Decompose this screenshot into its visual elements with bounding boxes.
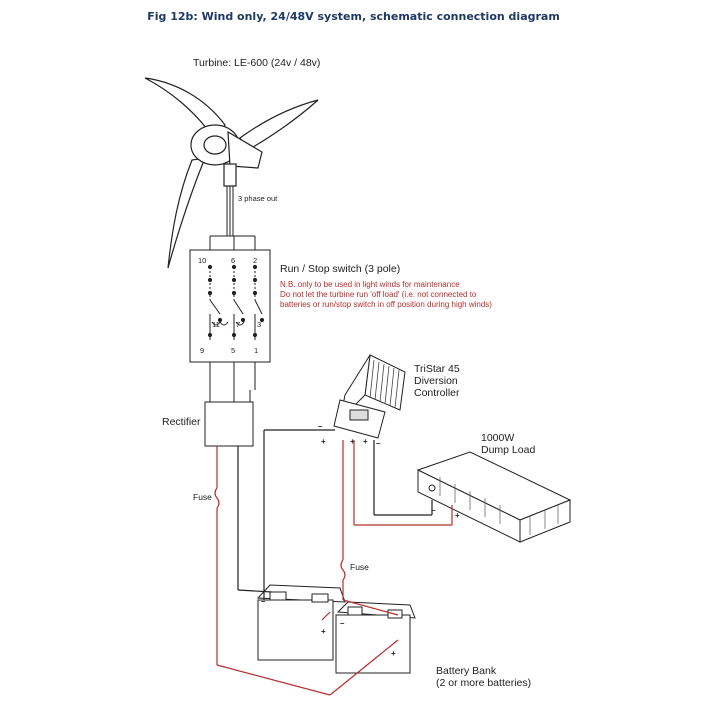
turbine-blade-upper <box>144 77 226 142</box>
switch-pin-3: 3 <box>257 320 262 329</box>
turbine-blade-lower <box>167 157 206 269</box>
battery-1-plus-mark: + <box>321 627 326 636</box>
run-stop-switch-box <box>189 249 271 363</box>
run-stop-switch-label: Run / Stop switch (3 pole) <box>280 263 401 275</box>
dump-load-label-line-2: Dump Load <box>481 444 536 456</box>
three-phase-out-label: 3 phase out <box>238 194 278 203</box>
positive-wires <box>214 440 453 696</box>
switch-note-line-3: batteries or run/stop switch in off posi… <box>280 300 492 309</box>
controller-plus-mark-3: + <box>363 437 368 446</box>
fuse-label-1: Fuse <box>193 492 212 502</box>
turbine-nacelle <box>227 130 263 169</box>
battery-2 <box>335 601 416 674</box>
negative-wires <box>237 429 433 600</box>
diagram-title: Fig 12b: Wind only, 24/48V system, schem… <box>147 10 560 23</box>
switch-pin-11: 11 <box>212 320 220 329</box>
battery-2-plus-mark: + <box>391 649 396 658</box>
battery-1-minus-mark: – <box>261 597 266 606</box>
switch-internal-links <box>209 267 256 300</box>
controller-minus-mark-2: – <box>376 439 381 448</box>
controller-label-line-1: TriStar 45 <box>414 363 460 375</box>
battery-1-terminal-cap <box>269 591 287 601</box>
switch-pin-6: 6 <box>231 256 236 265</box>
controller-drawing <box>333 354 406 439</box>
switch-levers <box>209 299 263 340</box>
dump-load-drawing <box>416 451 572 543</box>
controller-plus-mark-2: + <box>350 437 355 446</box>
battery-1 <box>256 584 346 661</box>
switch-pin-10: 10 <box>198 256 207 265</box>
switch-pin-9: 9 <box>200 346 205 355</box>
controller-plus-mark-1: + <box>321 437 326 446</box>
controller-label-line-3: Controller <box>414 387 460 399</box>
switch-pin-5: 5 <box>231 346 236 355</box>
turbine-label: Turbine: LE-600 (24v / 48v) <box>193 57 321 69</box>
battery-bank-label-line-2: (2 or more batteries) <box>436 677 532 689</box>
dump-load-minus-mark: – <box>431 506 436 515</box>
dump-load-label-line-1: 1000W <box>481 432 515 444</box>
controller-minus-mark: – <box>318 422 323 431</box>
switch-note-line-2: Do not let the turbine run 'off load' (i… <box>280 290 477 299</box>
turbine-mast <box>223 163 237 187</box>
turbine-hub-center <box>203 135 227 155</box>
three-phase-wires <box>209 186 256 250</box>
rectifier-label: Rectifier <box>162 416 201 428</box>
switch-pin-7: 7 <box>236 320 241 329</box>
controller-display <box>349 409 369 421</box>
fuse-label-2: Fuse <box>350 562 369 572</box>
switch-pin-2: 2 <box>253 256 258 265</box>
turbine-blade-right <box>239 99 319 151</box>
turbine-drawing <box>144 77 319 269</box>
switch-note-line-1: N.B. only to be used in light winds for … <box>280 280 460 289</box>
battery-2-minus-mark: – <box>340 619 345 628</box>
rectifier-box <box>204 401 254 447</box>
battery-bank-label-line-1: Battery Bank <box>436 665 497 677</box>
switch-to-rectifier-wires <box>209 362 256 402</box>
dump-load-plus-mark: + <box>455 511 460 520</box>
switch-pin-1: 1 <box>254 346 259 355</box>
controller-label-line-2: Diversion <box>414 375 458 387</box>
